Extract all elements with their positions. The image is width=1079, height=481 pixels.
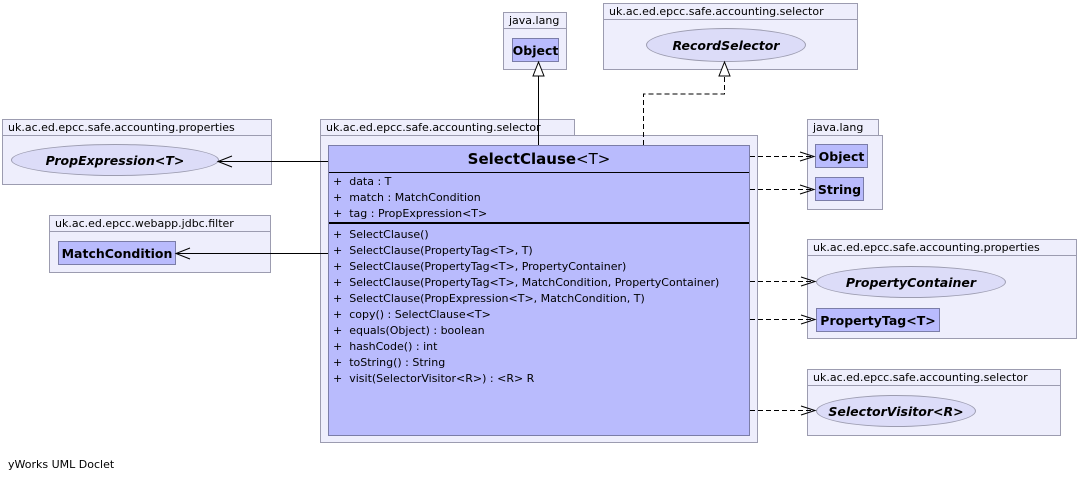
- attribute: + tag : PropExpression<T>: [333, 207, 488, 220]
- package-java-lang-right: Object String: [807, 135, 883, 210]
- open-arrow-icon: [174, 247, 191, 260]
- interface-record-selector[interactable]: RecordSelector: [646, 28, 806, 62]
- package-properties-right: PropertyContainer PropertyTag<T>: [807, 255, 1077, 339]
- operation: + visit(SelectorVisitor<R>) : <R> R: [333, 372, 535, 385]
- operation: + copy() : SelectClause<T>: [333, 308, 491, 321]
- attribute: + data : T: [333, 175, 392, 188]
- package-jdbc-filter: MatchCondition: [49, 231, 271, 273]
- operation: + SelectClause(PropertyTag<T>, PropertyC…: [333, 260, 627, 273]
- interface-prop-expression[interactable]: PropExpression<T>: [11, 144, 219, 176]
- class-property-tag[interactable]: PropertyTag<T>: [816, 308, 940, 332]
- class-string[interactable]: String: [815, 177, 864, 201]
- hollow-triangle-arrow-icon: [532, 60, 545, 77]
- operation: + equals(Object) : boolean: [333, 324, 485, 337]
- open-arrow-icon: [799, 151, 816, 162]
- edge-realization-record-selector: [643, 76, 725, 145]
- interface-selector-visitor[interactable]: SelectorVisitor<R>: [816, 395, 976, 427]
- operation: + hashCode() : int: [333, 340, 438, 353]
- operation: + SelectClause(PropertyTag<T>, T): [333, 244, 533, 257]
- package-selector-right: SelectorVisitor<R>: [807, 385, 1061, 436]
- class-type-param: <T>: [576, 150, 611, 168]
- class-title: SelectClause<T>: [329, 146, 749, 173]
- open-arrow-icon: [216, 155, 233, 168]
- operation: + SelectClause(): [333, 228, 429, 241]
- package-tab-main: uk.ac.ed.epcc.safe.accounting.selector: [320, 119, 575, 136]
- operation: + toString() : String: [333, 356, 446, 369]
- open-arrow-icon: [799, 184, 816, 195]
- class-object-right[interactable]: Object: [815, 144, 868, 168]
- package-selector-top: RecordSelector: [603, 19, 858, 70]
- open-arrow-icon: [800, 276, 817, 287]
- interface-property-container[interactable]: PropertyContainer: [816, 266, 1006, 298]
- class-name: SelectClause: [467, 150, 577, 168]
- package-java-lang-top: Object: [503, 28, 567, 70]
- open-arrow-icon: [800, 405, 817, 416]
- class-select-clause[interactable]: SelectClause<T> + data : T + match : Mat…: [328, 145, 750, 436]
- operation: + SelectClause(PropertyTag<T>, MatchCond…: [333, 276, 720, 289]
- attributes-section: + data : T + match : MatchCondition + ta…: [329, 173, 749, 224]
- open-arrow-icon: [800, 314, 817, 325]
- operations-section: + SelectClause() + SelectClause(Property…: [329, 224, 749, 389]
- attribute: + match : MatchCondition: [333, 191, 481, 204]
- generator-label: yWorks UML Doclet: [8, 458, 115, 471]
- class-match-condition[interactable]: MatchCondition: [58, 241, 176, 265]
- package-tab-properties-right: uk.ac.ed.epcc.safe.accounting.properties: [807, 239, 1077, 256]
- operation: + SelectClause(PropExpression<T>, MatchC…: [333, 292, 645, 305]
- hollow-triangle-arrow-icon: [718, 60, 731, 77]
- class-object-top[interactable]: Object: [512, 38, 559, 62]
- package-properties-left: PropExpression<T>: [2, 135, 272, 185]
